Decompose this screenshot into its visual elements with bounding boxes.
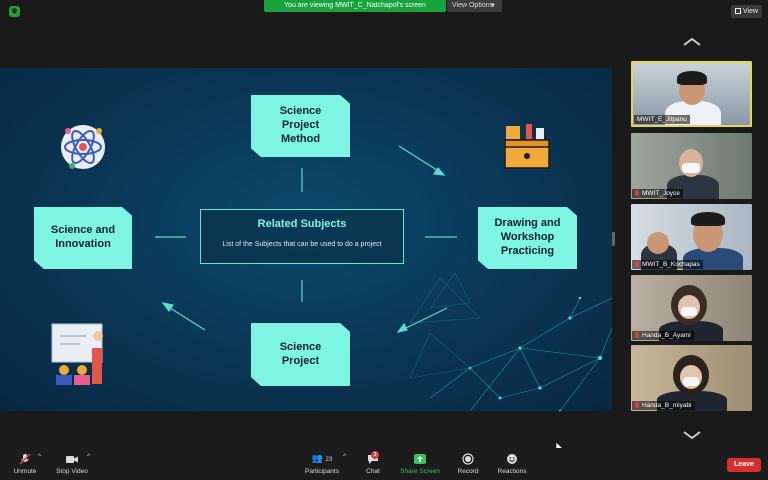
participant-tile[interactable]: MWIT_E_Jitpanu	[631, 61, 752, 127]
participants-label: Participants	[305, 468, 339, 475]
record-button[interactable]: Record	[454, 453, 482, 475]
atom-icon	[61, 125, 105, 169]
box-line: Innovation	[55, 238, 111, 250]
box-line: Project	[281, 119, 320, 132]
slide-background-graphics	[51, 124, 612, 411]
participants-icon: 👥 23	[311, 453, 333, 463]
stop-video-label: Stop Video	[56, 468, 88, 475]
chevron-down-icon: ▼	[490, 3, 496, 9]
stop-video-button[interactable]: Stop Video	[54, 453, 90, 475]
record-icon	[462, 453, 474, 465]
mic-muted-icon	[635, 332, 639, 338]
smiley-icon	[507, 454, 517, 464]
chevron-down-icon[interactable]	[682, 430, 702, 440]
meeting-toolbar: Unmute ^ Stop Video ^ 👥 23 Participants …	[0, 448, 768, 480]
participant-name: MWIT_Joyce	[632, 189, 683, 198]
participants-button[interactable]: 👥 23 Participants	[303, 453, 341, 475]
face-mask-icon	[681, 307, 697, 316]
reactions-button[interactable]: Reactions	[495, 453, 529, 475]
box-line: Practicing	[500, 244, 555, 257]
box-line: Project	[281, 354, 320, 367]
mic-muted-icon	[19, 453, 31, 465]
audio-options-caret[interactable]: ^	[38, 453, 42, 460]
view-options-label: View Options	[452, 2, 494, 9]
participant-count: 23	[325, 457, 333, 463]
face-mask-icon	[682, 163, 700, 173]
participant-tile[interactable]: MWIT_B_Kochapas	[631, 204, 752, 270]
participant-name: Handa_B_Ayami	[632, 331, 694, 340]
participant-video	[677, 71, 707, 85]
record-label: Record	[457, 468, 479, 475]
unmute-button[interactable]: Unmute	[10, 453, 40, 475]
mic-muted-icon	[635, 261, 639, 267]
presentation-icon	[51, 323, 103, 385]
share-screen-icon	[414, 454, 426, 464]
participant-name: MWIT_B_Kochapas	[632, 260, 703, 269]
face-mask-icon	[683, 377, 699, 386]
chat-button[interactable]: 3 Chat	[362, 451, 384, 475]
participant-tile[interactable]: Handa_B_miyabi	[631, 345, 752, 411]
participant-video	[647, 232, 669, 254]
viewing-screen-banner: You are viewing MWIT_C_Natchapol's scree…	[264, 0, 446, 12]
participant-video	[691, 212, 725, 226]
box-line: Workshop	[500, 231, 555, 244]
participant-tile[interactable]: Handa_B_Ayami	[631, 275, 752, 341]
related-subjects-subtitle: List of the Subjects that can be used to…	[222, 241, 382, 248]
grid-icon	[735, 8, 741, 14]
participants-options-caret[interactable]: ^	[343, 453, 347, 460]
box-line: Science and	[50, 224, 116, 237]
chat-label: Chat	[366, 468, 380, 475]
chat-badge: 3	[371, 451, 379, 459]
participant-name: MWIT_E_Jitpanu	[634, 115, 690, 124]
share-screen-label: Share Screen	[400, 468, 440, 475]
security-shield-icon[interactable]	[9, 6, 20, 17]
view-button[interactable]: View	[731, 5, 762, 18]
panel-resize-handle[interactable]	[612, 232, 615, 246]
related-subjects-title: Related Subjects	[257, 218, 347, 230]
toolbox-icon	[504, 124, 550, 169]
reactions-label: Reactions	[497, 468, 527, 475]
related-subjects-box: Related Subjects List of the Subjects th…	[200, 209, 404, 264]
leave-button[interactable]: Leave	[727, 458, 761, 472]
participant-tile[interactable]: MWIT_Joyce	[631, 133, 752, 199]
participant-name: Handa_B_miyabi	[632, 401, 695, 410]
chevron-up-icon[interactable]	[682, 37, 702, 47]
video-options-caret[interactable]: ^	[87, 453, 91, 460]
mic-muted-icon	[635, 190, 639, 196]
box-line: Method	[280, 132, 321, 145]
view-options-button[interactable]: View Options ▼	[447, 0, 502, 12]
video-camera-icon	[66, 456, 78, 463]
box-line: Science	[279, 105, 322, 118]
box-line: Drawing and	[494, 217, 561, 230]
unmute-label: Unmute	[13, 468, 37, 475]
view-label: View	[743, 8, 759, 15]
box-line: Science	[279, 340, 322, 353]
mic-muted-icon	[635, 402, 639, 408]
share-screen-button[interactable]: Share Screen	[397, 453, 443, 475]
